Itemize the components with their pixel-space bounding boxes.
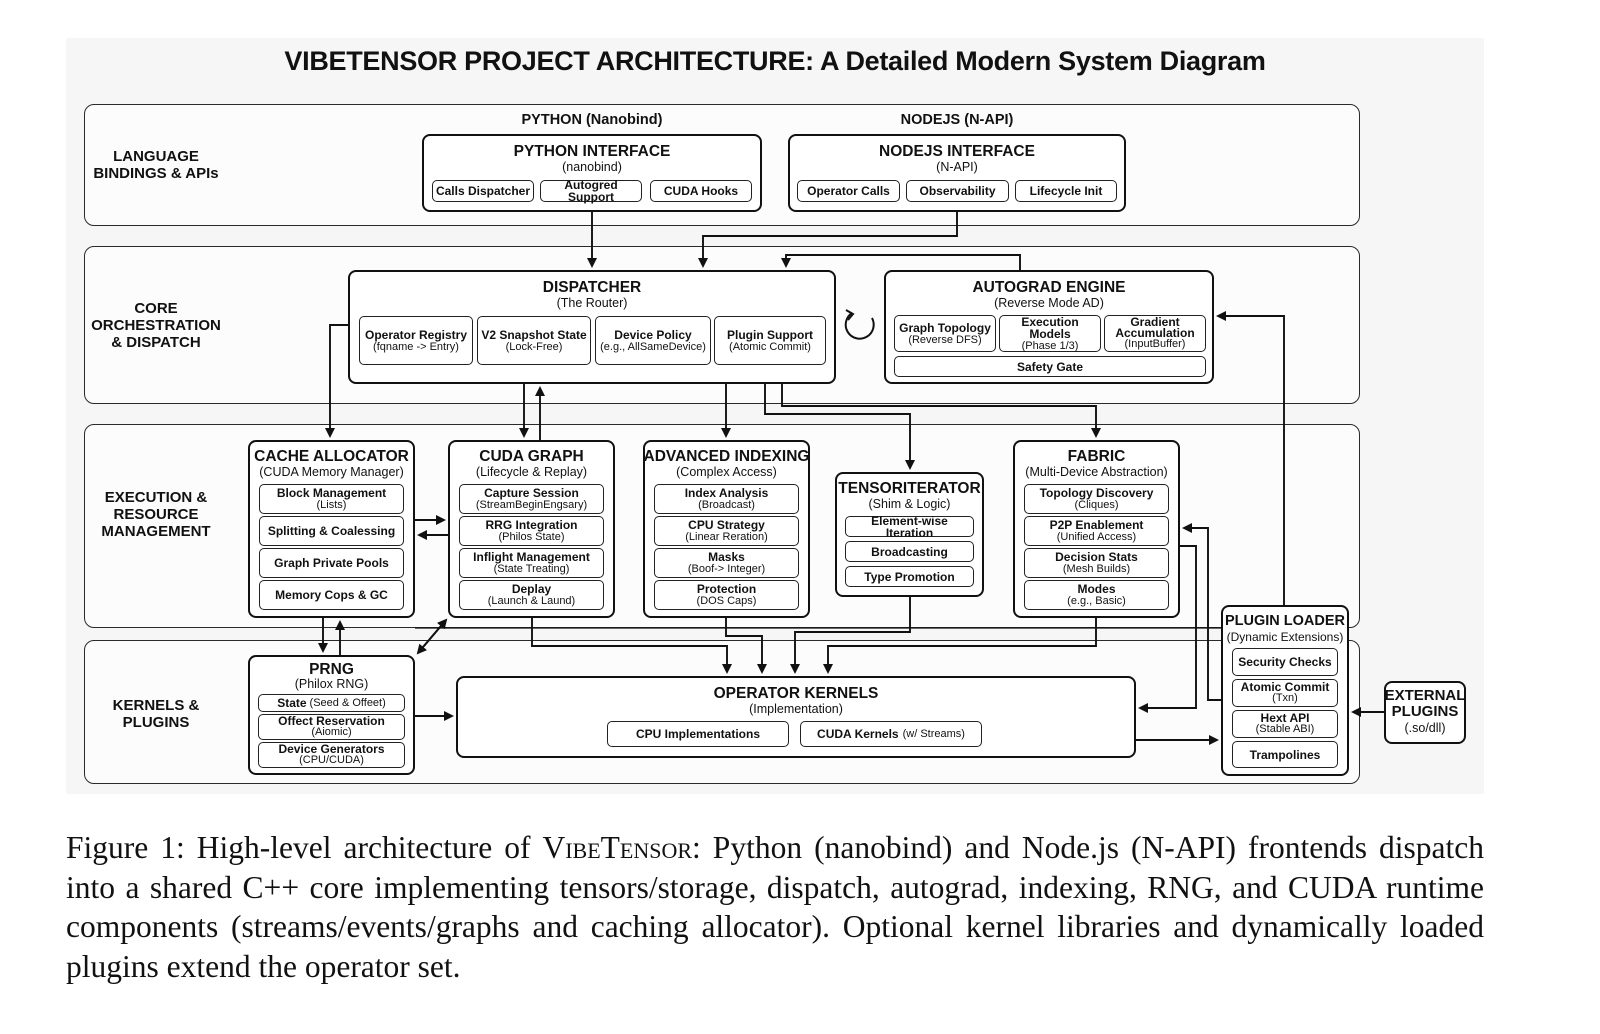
cuda-graph-item-capture-session: Capture Session(StreamBeginEngsary) (459, 484, 604, 514)
fabric-item-topology-discovery: Topology Discovery(Cliques) (1024, 484, 1169, 514)
python-interface-subtitle: (nanobind) (562, 160, 622, 174)
plugin-loader-title: PLUGIN LOADER (1224, 613, 1346, 629)
fabric-title: FABRIC (1067, 448, 1126, 465)
dispatcher-item-operator-registry: Operator Registry(fqname -> Entry) (359, 316, 473, 365)
row-label-execution: EXECUTION & RESOURCE MANAGEMENT (101, 489, 211, 540)
arrow-plugin-loader-to-fabric (1182, 523, 1221, 701)
caption-project-name: VibeTensor (542, 830, 693, 865)
arrow-nodejs-to-dispatcher (698, 212, 958, 268)
caption-body: : Python (nanobind) and Node.js (N-API) … (66, 830, 1484, 984)
cuda-graph-title: CUDA GRAPH (479, 448, 584, 465)
arrow-dispatcher-to-tensoriterator (764, 384, 915, 470)
autograd-item-execution-models: Execution Models(Phase 1/3) (999, 315, 1101, 352)
arrow-plugin-loader-to-autograd (1216, 311, 1285, 605)
dispatcher-title: DISPATCHER (542, 279, 642, 296)
row-label-kernels: KERNELS & PLUGINS (112, 697, 200, 731)
plugin-loader-subtitle: (Dynamic Extensions) (1226, 630, 1344, 644)
arrow-prng-to-cudagraph (417, 618, 448, 654)
cuda-graph-subtitle: (Lifecycle & Replay) (475, 465, 588, 479)
python-item-calls-dispatcher: Calls Dispatcher (432, 180, 534, 202)
advanced-indexing-subtitle: (Complex Access) (676, 465, 777, 479)
dispatcher-item-plugin-support: Plugin Support(Atomic Commit) (714, 316, 826, 365)
nodejs-item-operator-calls: Operator Calls (797, 180, 900, 202)
nodejs-interface-subtitle: (N-API) (936, 160, 978, 174)
operator-kernels-title: OPERATOR KERNELS (713, 685, 879, 702)
operator-kernels-subtitle: (Implementation) (749, 702, 843, 716)
row-label-core: CORE ORCHESTRATION & DISPATCH (91, 300, 221, 351)
arrow-tensoriterator-to-kernels (790, 597, 911, 674)
external-plugins-box (1384, 681, 1466, 744)
fabric-subtitle: (Multi-Device Abstraction) (1025, 465, 1168, 479)
cache-item-block-management: Block Management(Lists) (259, 484, 404, 514)
operator-kernels-box (456, 676, 1136, 758)
prng-item-state: State(Seed & Offeet) (258, 694, 405, 712)
cuda-graph-item-inflight-management: Inflight Management(State Treating) (459, 548, 604, 578)
autograd-title: AUTOGRAD ENGINE (972, 279, 1126, 296)
cache-allocator-subtitle: (CUDA Memory Manager) (259, 465, 404, 479)
nodejs-header: NODEJS (N-API) (900, 112, 1014, 128)
autograd-item-graph-topology: Graph Topology(Reverse DFS) (894, 315, 996, 352)
indexing-item-index-analysis: Index Analysis(Broadcast) (654, 484, 799, 514)
cache-allocator-title: CACHE ALLOCATOR (254, 448, 409, 465)
cache-item-graph-private-pools: Graph Private Pools (259, 548, 404, 578)
nodejs-item-observability: Observability (906, 180, 1009, 202)
indexing-item-protection: Protection(DOS Caps) (654, 580, 799, 610)
cache-item-splitting-coalessing: Splitting & Coalessing (259, 516, 404, 546)
diagram-title: VIBETENSOR PROJECT ARCHITECTURE: A Detai… (284, 46, 1266, 76)
python-header: PYTHON (Nanobind) (521, 112, 663, 128)
arrow-autograd-to-dispatcher (781, 254, 1021, 270)
plugin-loader-item-hext-api: Hext API(Stable ABI) (1232, 710, 1338, 738)
fabric-item-p2p-enablement: P2P Enablement(Unified Access) (1024, 516, 1169, 546)
cuda-graph-item-deplay: Deplay(Launch & Laund) (459, 580, 604, 610)
autograd-item-gradient-accumulation: Gradient Accumulation(InputBuffer) (1104, 315, 1206, 352)
autograd-safety-gate: Safety Gate (894, 356, 1206, 377)
plugin-loader-item-trampolines: Trampolines (1232, 741, 1338, 768)
prng-title: PRNG (309, 661, 354, 678)
dispatcher-subtitle: (The Router) (556, 296, 628, 310)
refresh-cycle-icon (844, 312, 875, 340)
arrow-fabric-right-to-kernels (1138, 545, 1197, 713)
tensoriterator-item-type-promotion: Type Promotion (845, 566, 974, 587)
row-label-bindings: LANGUAGE BINDINGS & APIs (93, 148, 219, 182)
kernels-item-cuda-kernels: CUDA Kernels(w/ Streams) (800, 721, 982, 747)
advanced-indexing-title: ADVANCED INDEXING (643, 448, 810, 465)
cache-item-memory-cops-gc: Memory Cops & GC (259, 580, 404, 610)
plugin-loader-item-security-checks: Security Checks (1232, 648, 1338, 676)
cuda-graph-item-rrg-integration: RRG Integration(Philos State) (459, 516, 604, 546)
plugin-loader-item-atomic-commit: Atomic Commit(Txn) (1232, 679, 1338, 707)
python-interface-title: PYTHON INTERFACE (513, 143, 671, 160)
indexing-item-cpu-strategy: CPU Strategy(Linear Reration) (654, 516, 799, 546)
tensoriterator-title: TENSORITERATOR (838, 480, 981, 497)
figure-caption: Figure 1: High-level architecture of Vib… (66, 828, 1484, 986)
tensoriterator-item-broadcasting: Broadcasting (845, 541, 974, 562)
arrow-indexing-to-kernels (725, 618, 767, 674)
nodejs-interface-title: NODEJS INTERFACE (879, 143, 1035, 160)
external-plugins-title: EXTERNAL PLUGINS (1384, 687, 1466, 720)
fabric-item-decision-stats: Decision Stats(Mesh Builds) (1024, 548, 1169, 578)
dispatcher-item-device-policy: Device Policy(e.g., AllSameDevice) (595, 316, 711, 365)
prng-subtitle: (Philox RNG) (294, 677, 369, 691)
external-plugins-subtitle: (.so/dll) (1404, 721, 1446, 735)
kernels-item-cpu-implementations: CPU Implementations (607, 721, 789, 747)
caption-prefix: Figure 1: High-level architecture of (66, 830, 543, 865)
arrow-dispatcher-to-cache (325, 324, 348, 438)
fabric-item-modes: Modes(e.g., Basic) (1024, 580, 1169, 610)
autograd-subtitle: (Reverse Mode AD) (994, 296, 1104, 310)
arrow-cudagraph-to-kernels (531, 618, 732, 674)
arrow-fabric-to-kernels (823, 618, 1097, 674)
prng-item-offect-reservation: Offect Reservation(Aiomic) (258, 714, 405, 740)
prng-item-device-generators: Device Generators(CPU/CUDA) (258, 742, 405, 768)
nodejs-item-lifecycle-init: Lifecycle Init (1015, 180, 1117, 202)
indexing-item-masks: Masks(Boof-> Integer) (654, 548, 799, 578)
tensoriterator-item-elementwise: Element-wise Iteration (845, 515, 974, 539)
python-item-cuda-hooks: CUDA Hooks (650, 180, 752, 202)
python-item-autograd-support: Autogred Support (540, 179, 642, 203)
tensoriterator-subtitle: (Shim & Logic) (868, 497, 951, 511)
arrow-dispatcher-to-fabric (781, 384, 1101, 438)
dispatcher-item-v2-snapshot: V2 Snapshot State(Lock-Free) (477, 316, 591, 365)
